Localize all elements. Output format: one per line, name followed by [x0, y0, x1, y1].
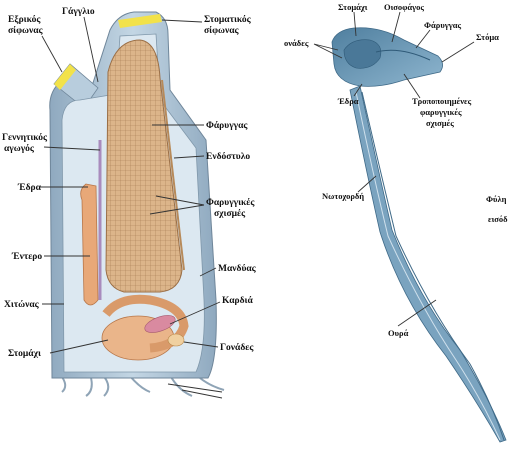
label-mantle: Μανδύας — [218, 263, 257, 274]
label-oral-siphon-line1: Στοματικός — [204, 14, 252, 25]
label-genital-duct-line2: αγωγός — [4, 143, 35, 154]
label-anus: Έδρα — [17, 183, 42, 193]
label-cropped-line2: εισόδ — [488, 214, 508, 224]
label-endostyle: Ενδόστυλο — [206, 151, 250, 162]
label-esophagus: Οισοφάγος — [384, 2, 424, 12]
label-anus-right: Έδρα — [337, 96, 359, 106]
label-pharyngeal-slits-line1: Φαρυγγικές — [206, 197, 255, 208]
label-gonads-left: Γονάδες — [220, 342, 254, 353]
label-modified-slits-line3: σχισμές — [426, 118, 454, 128]
label-oral-siphon-line2: σίφωνας — [204, 25, 240, 36]
label-intestine: Έντερο — [11, 252, 42, 262]
label-stomach-left: Στομάχι — [8, 348, 41, 359]
label-modified-slits-line2: φαρυγγικές — [420, 107, 462, 117]
label-stomach-right: Στομάχι — [338, 2, 368, 12]
label-pharynx-right: Φάρυγγας — [424, 20, 461, 30]
label-tail: Ουρά — [388, 328, 409, 338]
label-excurrent-siphon-line1: Εξρικός — [8, 14, 41, 25]
label-genital-duct-line1: Γεννητικός — [2, 132, 48, 143]
label-tunic: Χιτώνας — [4, 299, 40, 310]
label-mouth: Στόμα — [476, 32, 499, 42]
label-gonads-right: ονάδες — [284, 38, 309, 48]
label-notochord: Νωτοχορδή — [322, 191, 364, 201]
label-pharyngeal-slits-line2: σχισμές — [214, 208, 246, 219]
label-heart: Καρδιά — [222, 295, 253, 306]
label-pharynx: Φάρυγγας — [206, 120, 248, 131]
label-cropped-line1: Φύλη — [486, 194, 507, 204]
label-modified-slits-line1: Τροποποιημένες — [412, 96, 472, 106]
label-excurrent-siphon-line2: σίφωνας — [8, 25, 44, 36]
label-ganglion: Γάγγλιο — [62, 6, 95, 17]
